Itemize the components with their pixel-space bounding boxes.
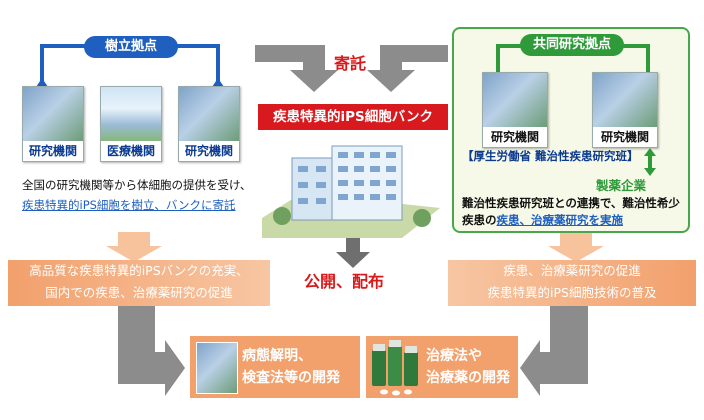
right-desc-line1: 難治性疾患研究班との連携で、難治性希少 — [462, 196, 680, 210]
distribute-arrow — [336, 238, 370, 268]
deposit-label: 寄託 — [334, 54, 367, 73]
left-desc-line1: 全国の研究機関等から体細胞の提供を受け、 — [22, 178, 252, 192]
result-left-line2: 検査法等の開発 — [242, 370, 340, 386]
bank-banner: 疾患特異的iPS細胞バンク — [258, 104, 448, 130]
right-band-line1: 疾患、治療薬研究の促進 — [503, 263, 641, 278]
left-cluster: 樹立拠点 研究機関 医療機関 研究機関 全国の研究機関等から体細胞の提供を受け、… — [0, 0, 260, 230]
deposit-arrow-left — [255, 45, 338, 92]
researcher-icon — [23, 87, 83, 141]
result-right-line2: 治療薬の開発 — [426, 370, 510, 386]
researcher-icon — [179, 87, 239, 141]
researcher-icon — [593, 73, 657, 127]
orange-arrow-left — [106, 232, 162, 262]
left-header: 樹立拠点 — [84, 36, 178, 58]
bank-building-illustration — [262, 138, 440, 238]
left-band: 高品質な疾患特異的iPSバンクの充実、 国内での疾患、治療薬研究の促進 — [8, 260, 270, 306]
right-desc-line2-link: 疾患、治療薬研究を実施 — [496, 213, 624, 227]
right-desc-line2: 疾患の疾患、治療薬研究を実施 — [462, 211, 692, 229]
right-card-research-2: 研究機関 — [592, 72, 658, 148]
card-label: 医療機関 — [101, 141, 161, 161]
left-band-line2: 国内での疾患、治療薬研究の促進 — [45, 285, 233, 300]
right-desc-line2-prefix: 疾患の — [462, 213, 497, 227]
mhlw-label: 【厚生労働省 難治性疾患研究班】 — [462, 149, 639, 163]
orange-arrow-right — [548, 232, 604, 262]
left-card-hospital: 医療機関 — [100, 86, 162, 162]
pharma-label: 製薬企業 — [596, 178, 647, 193]
left-card-research-1: 研究機関 — [22, 86, 84, 162]
card-label: 研究機関 — [179, 141, 239, 161]
result-arrow-right — [520, 298, 588, 396]
researcher-icon — [483, 73, 547, 127]
result-right-line1: 治療法や — [426, 348, 482, 364]
left-card-research-2: 研究機関 — [178, 86, 240, 162]
medicine-bottles-icon — [370, 340, 420, 396]
card-label: 研究機関 — [593, 127, 657, 147]
right-card-research-1: 研究機関 — [482, 72, 548, 148]
left-desc-line2: 疾患特異的iPS細胞を樹立、バンクに寄託 — [22, 198, 236, 212]
right-band: 疾患、治療薬研究の促進 疾患特異的iPS細胞技術の普及 — [448, 260, 696, 306]
result-left-line1: 病態解明、 — [242, 348, 312, 364]
card-label: 研究機関 — [483, 127, 547, 147]
result-box-right: 治療法や 治療薬の開発 — [366, 336, 518, 398]
result-box-left: 病態解明、 検査法等の開発 — [190, 336, 360, 398]
hospital-icon — [101, 87, 161, 141]
card-label: 研究機関 — [23, 141, 83, 161]
distribute-label: 公開、配布 — [304, 272, 385, 291]
right-band-line2: 疾患特異的iPS細胞技術の普及 — [487, 285, 657, 300]
researcher-icon — [196, 342, 238, 394]
left-band-line1: 高品質な疾患特異的iPSバンクの充実、 — [29, 263, 249, 278]
deposit-arrow-right — [367, 45, 448, 92]
result-arrow-left — [118, 298, 185, 396]
right-header: 共同研究拠点 — [520, 34, 624, 56]
link-arrow — [644, 148, 656, 176]
